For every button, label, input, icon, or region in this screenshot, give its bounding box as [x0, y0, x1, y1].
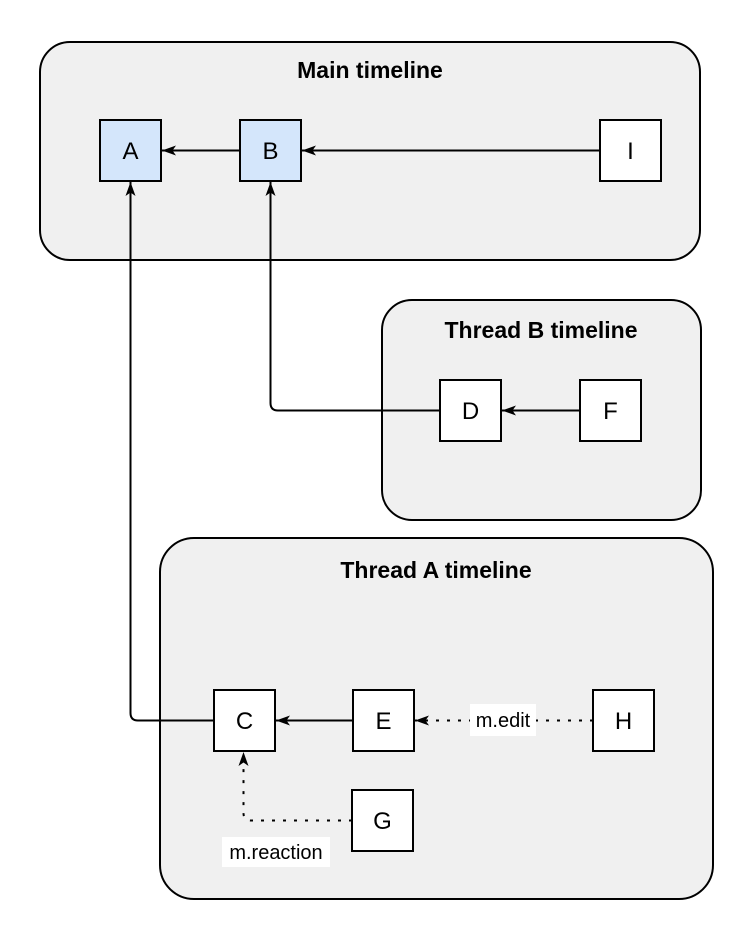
node-d-label: D [462, 398, 479, 425]
node-b: B [239, 119, 302, 182]
node-h-label: H [615, 708, 632, 735]
node-d: D [439, 379, 502, 442]
m-reaction-label: m.reaction [229, 842, 322, 864]
node-i-label: I [627, 138, 634, 165]
container-thread-a-timeline [159, 537, 714, 900]
node-a-box [99, 119, 162, 182]
m-reaction-label-bg [222, 837, 330, 867]
node-e: E [352, 689, 415, 752]
node-f-label: F [603, 398, 618, 425]
main-timeline-title: Main timeline [297, 57, 443, 83]
node-f-box [579, 379, 642, 442]
m-edit-label-bg [470, 704, 536, 736]
node-i: I [599, 119, 662, 182]
node-a: A [99, 119, 162, 182]
node-b-box [239, 119, 302, 182]
node-h-box [592, 689, 655, 752]
node-f: F [579, 379, 642, 442]
node-c-label: C [236, 708, 253, 735]
node-d-box [439, 379, 502, 442]
node-e-label: E [375, 708, 391, 735]
node-h: H [592, 689, 655, 752]
edge-g-to-c [238, 752, 352, 822]
node-g-label: G [373, 808, 392, 835]
edge-d-to-b [265, 182, 440, 412]
thread-b-timeline-title: Thread B timeline [445, 317, 638, 343]
node-c: C [213, 689, 276, 752]
node-g-box [351, 789, 414, 852]
node-i-box [599, 119, 662, 182]
thread-a-timeline-title: Thread A timeline [340, 557, 531, 583]
node-a-label: A [122, 138, 138, 165]
m-edit-label: m.edit [476, 710, 531, 732]
node-g: G [351, 789, 414, 852]
node-b-label: B [262, 138, 278, 165]
node-e-box [352, 689, 415, 752]
edge-c-to-a [125, 182, 214, 722]
node-c-box [213, 689, 276, 752]
